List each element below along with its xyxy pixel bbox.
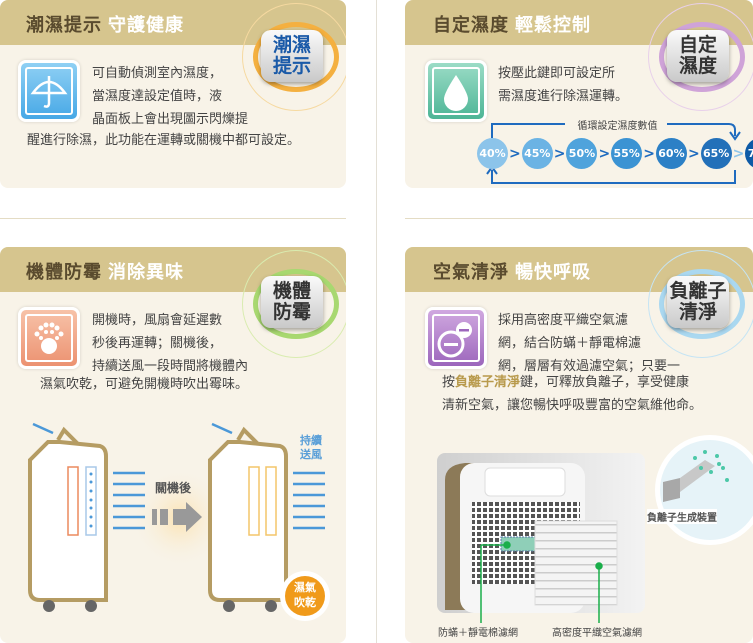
label-line: 持續: [300, 434, 322, 447]
humidity-level: 45%: [521, 138, 553, 169]
ion-device-label: 負離子生成裝置: [647, 509, 717, 524]
text-line: 當濕度達設定值時，液: [92, 89, 223, 104]
text-line: 醒進行除濕，此功能在運轉或關機中都可設定。: [27, 133, 301, 148]
panel-title: 潮濕提示守護健康: [26, 15, 184, 36]
next-arrow-icon: >: [687, 145, 700, 162]
text-line: 可自動偵測室內濕度，: [92, 66, 223, 81]
description: 可自動偵測室內濕度， 當濕度達設定值時，液 晶面板上會出現圖示閃爍提: [92, 62, 248, 131]
vertical-divider: [376, 0, 377, 643]
humidity-level: 60%: [655, 138, 687, 169]
label-line: 吹乾: [294, 596, 316, 609]
text-line: 清新空氣，讓您暢快呼吸豐富的空氣維他命。: [442, 398, 703, 413]
humidity-level: 40%: [477, 138, 508, 169]
text-line: 需濕度進行除濕運轉。: [498, 89, 629, 104]
humidity-level: 50%: [566, 138, 598, 169]
text-line: 持續送風一段時間將機體內: [92, 359, 249, 374]
badge-line: 清淨: [678, 301, 717, 323]
ring: [648, 250, 753, 358]
umbrella-icon: [18, 60, 80, 122]
text-line: 秒後再運轉；關機後，: [92, 336, 223, 351]
text-line: 網，結合防蟎＋靜電棉濾: [498, 336, 642, 351]
label-line: 送風: [300, 448, 322, 461]
dehumidifier-after: [208, 426, 288, 602]
filter-label: 高密度平織空氣濾網: [552, 628, 642, 639]
after-off-label: 關機後: [155, 481, 192, 495]
ring: [242, 250, 346, 358]
badge-line: 自定: [678, 34, 717, 56]
next-arrow-icon: >: [643, 145, 655, 162]
badge-line: 負離子: [669, 280, 727, 302]
description: 開機時，風扇會延遲數 秒後再運轉；關機後， 持續送風一段時間將機體內: [92, 309, 248, 378]
text-line: 按壓此鍵即可設定所: [498, 66, 616, 81]
ring: [253, 269, 339, 339]
humidity-level: 65%: [700, 138, 732, 169]
feature-badge: 機體防霉: [261, 276, 323, 328]
badge-line: 提示: [272, 55, 311, 77]
next-arrow-icon: >: [598, 145, 611, 162]
humidity-level: 70%: [745, 138, 753, 169]
panel-humidity-alert: 潮濕提示守護健康 潮濕提示 可自動偵測室內濕度， 當濕度達設定值時，液 晶面板上…: [0, 0, 346, 188]
badge-line: 機體: [272, 280, 311, 302]
feature-badge: 潮濕提示: [261, 30, 323, 82]
label-line: 濕氣: [294, 581, 316, 594]
text: 鍵，可釋放負離子，享受健康: [520, 375, 690, 390]
divider: [0, 218, 346, 219]
dry-badge: 濕氣吹乾: [290, 580, 320, 610]
text-line: 濕氣吹乾，可避免開機時吹出霉味。: [40, 377, 249, 392]
humidity-cycle: 40%>45%>50%>55%>60%>65%>70%: [477, 138, 753, 169]
ring: [659, 269, 745, 339]
next-arrow-icon: >: [553, 145, 566, 162]
next-arrow-icon: >: [509, 145, 521, 162]
ring: [648, 3, 753, 111]
panel-custom-humidity: 自定濕度輕鬆控制 自定濕度 按壓此鍵即可設定所 需濕度進行除濕運轉。 循環設定濕…: [405, 0, 753, 188]
cycle-loop-arrows: [486, 123, 741, 184]
water-drop-icon: [425, 60, 487, 122]
highlight-key: 負離子清淨: [455, 375, 521, 390]
description: 採用高密度平織空氣濾 網，結合防蟎＋靜電棉濾 網，層層有效過濾空氣；只要一: [498, 309, 680, 378]
panel-air-purify: 空氣清淨暢快呼吸 負離子清淨 採用高密度平織空氣濾 網，結合防蟎＋靜電棉濾 網，…: [405, 247, 753, 643]
fan-dots-icon: [18, 307, 80, 369]
continuous-air-label: 持續送風: [300, 434, 322, 462]
ring: [659, 22, 745, 92]
dryer-diagram: [28, 422, 330, 621]
text-line: 按負離子清淨鍵，可釋放負離子，享受健康: [442, 371, 689, 394]
next-arrow-icon: >: [732, 145, 745, 162]
feature-badge: 負離子清淨: [667, 276, 729, 328]
ring: [253, 22, 339, 92]
panel-title: 空氣清淨暢快呼吸: [433, 262, 591, 283]
text: 按: [442, 375, 456, 390]
filter-label: 防蟎＋靜電棉濾網: [438, 628, 518, 639]
humidity-level: 55%: [611, 138, 643, 169]
description: 按壓此鍵即可設定所 需濕度進行除濕運轉。: [498, 62, 628, 108]
airflow-arrows: [32, 422, 325, 530]
ring: [242, 3, 346, 111]
badge-line: 潮濕: [272, 34, 311, 56]
panel-title: 機體防霉消除異味: [26, 262, 184, 283]
panel-anti-mold: 機體防霉消除異味 機體防霉 開機時，風扇會延遲數 秒後再運轉；關機後， 持續送風…: [0, 247, 346, 643]
badge-line: 防霉: [272, 301, 311, 323]
badge-line: 濕度: [678, 55, 717, 77]
callout-lines: [480, 541, 603, 623]
feature-badge: 自定濕度: [667, 30, 729, 82]
product-photo: [437, 435, 753, 623]
text-line: 開機時，風扇會延遲數: [92, 313, 223, 328]
transition-arrow: [152, 502, 202, 532]
divider: [405, 218, 753, 219]
panel-title: 自定濕度輕鬆控制: [433, 15, 591, 36]
text-line: 網，層層有效過濾空氣；只要一: [498, 359, 681, 374]
negative-ion-icon: [425, 307, 487, 369]
text-line: 採用高密度平織空氣濾: [498, 313, 629, 328]
text-line: 晶面板上會出現圖示閃爍提: [92, 112, 249, 127]
cycle-label: 循環設定濕度數值: [570, 117, 665, 132]
